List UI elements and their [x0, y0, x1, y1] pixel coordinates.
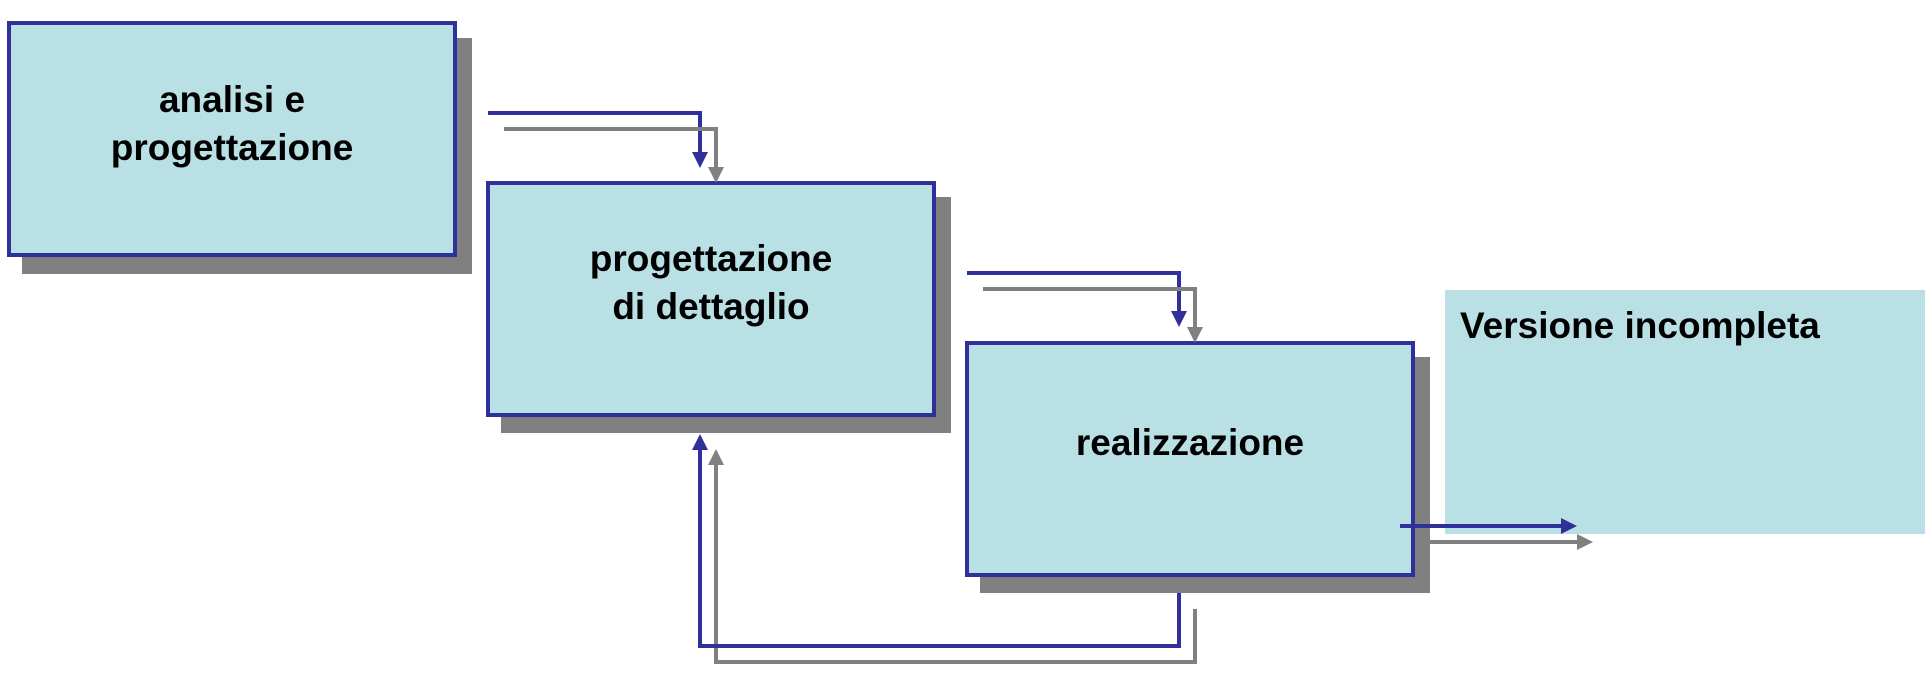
- incomplete-version-label: Versione incompleta: [1460, 305, 1820, 346]
- arrow-dettaglio-to-realizzazione-shadow: [983, 287, 1203, 343]
- dettaglio-label-line1: progettazione: [589, 238, 833, 279]
- arrow-analisi-to-dettaglio: [488, 111, 708, 168]
- realizzazione-box: realizzazione: [965, 341, 1415, 577]
- arrow-dettaglio-to-realizzazione: [967, 271, 1187, 327]
- arrow-analisi-to-dettaglio-shadow: [504, 127, 724, 183]
- incomplete-version-note: Versione incompleta: [1445, 290, 1925, 534]
- analisi-label-line2: progettazione: [110, 127, 354, 168]
- analisi-progettazione-box: analisi e progettazione: [7, 21, 457, 257]
- dettaglio-label-line2: di dettaglio: [612, 286, 810, 327]
- realizzazione-label: realizzazione: [1075, 422, 1305, 463]
- analisi-label-line1: analisi e: [158, 79, 306, 120]
- arrow-realizzazione-to-versione-shadow: [1416, 534, 1593, 550]
- progettazione-dettaglio-box: progettazione di dettaglio: [486, 181, 936, 417]
